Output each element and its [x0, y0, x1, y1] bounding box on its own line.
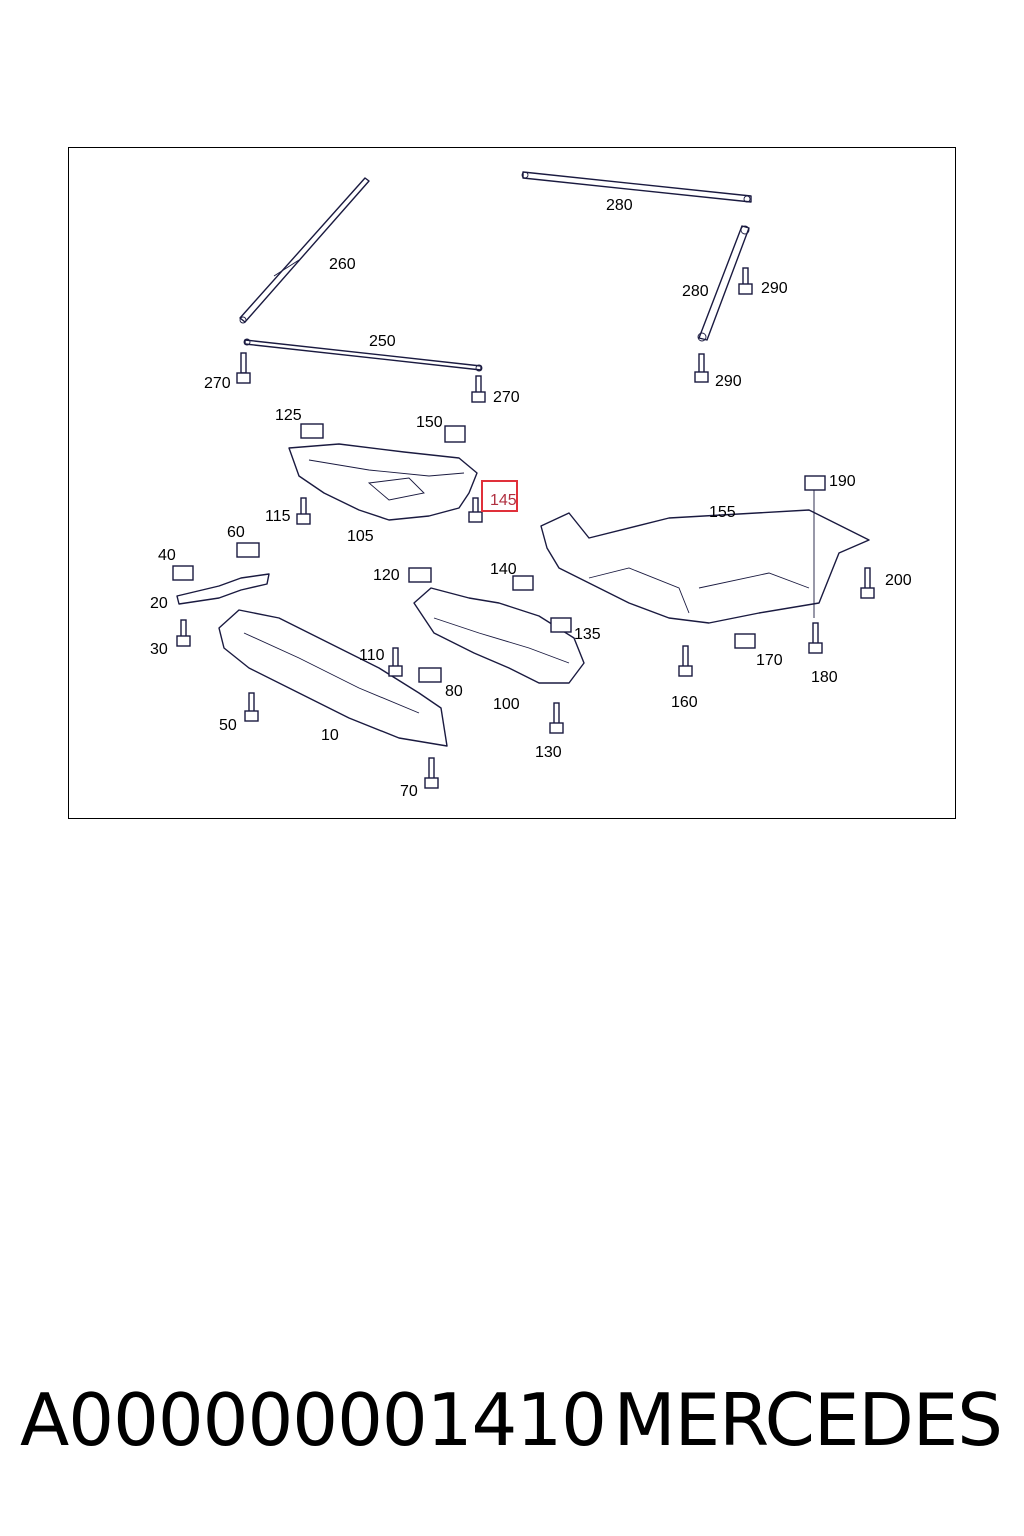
- strut-250: [243, 338, 483, 372]
- callout-100: 100: [493, 696, 520, 713]
- bolt-130: [549, 702, 564, 734]
- callout-115: 115: [265, 508, 291, 525]
- callout-60: 60: [227, 524, 245, 541]
- callout-30: 30: [150, 641, 168, 658]
- bolt-145: [468, 497, 483, 523]
- callout-150: 150: [416, 414, 443, 431]
- callout-70: 70: [400, 783, 418, 800]
- bolt-270b: [471, 375, 486, 403]
- bolt-200: [860, 567, 875, 599]
- callout-105: 105: [347, 528, 374, 545]
- bolt-290b: [694, 353, 709, 383]
- callout-270a: 270: [204, 375, 231, 392]
- clip-150: [444, 425, 466, 443]
- shield-155: [540, 509, 870, 624]
- bolt-30: [176, 619, 191, 647]
- clip-190: [804, 475, 826, 491]
- strut-280-top: [521, 171, 752, 203]
- callout-270b: 270: [493, 389, 520, 406]
- callout-10: 10: [321, 727, 339, 744]
- parts-diagram: 260 280 280 290 250 270 270 290 125 150 …: [150, 171, 912, 800]
- callout-290b: 290: [715, 373, 742, 390]
- bolt-70: [424, 757, 439, 789]
- callout-140: 140: [490, 561, 517, 578]
- clip-120: [408, 567, 432, 583]
- bracket-20: [176, 573, 270, 605]
- clip-140: [512, 575, 534, 591]
- bolt-50: [244, 692, 259, 722]
- callout-40: 40: [158, 547, 176, 564]
- callout-260: 260: [329, 256, 356, 273]
- bolt-115: [296, 497, 311, 525]
- callout-290a: 290: [761, 280, 788, 297]
- callout-250: 250: [369, 333, 396, 350]
- callout-180: 180: [811, 669, 838, 686]
- callout-155: 155: [709, 504, 736, 521]
- callout-280a: 280: [606, 197, 633, 214]
- callout-135: 135: [574, 626, 601, 643]
- callout-145: 145: [490, 492, 517, 509]
- bolt-270a: [236, 352, 251, 384]
- highlight-box-145: [481, 480, 518, 512]
- strut-260: [239, 177, 370, 324]
- callout-50: 50: [219, 717, 237, 734]
- bolt-180: [808, 622, 823, 654]
- clip-40: [172, 565, 194, 581]
- callout-110: 110: [359, 647, 385, 664]
- callout-200: 200: [885, 572, 912, 589]
- callout-125: 125: [275, 407, 302, 424]
- parts-diagram-frame: 260 280 280 290 250 270 270 290 125 150 …: [68, 147, 956, 819]
- shield-100: [413, 587, 585, 684]
- shield-105: [288, 443, 478, 521]
- clip-125: [300, 423, 324, 439]
- bolt-160: [678, 645, 693, 677]
- part-number: A000000001410: [20, 1378, 607, 1462]
- callout-190: 190: [829, 473, 856, 490]
- bolt-290a: [738, 267, 753, 295]
- panel-10: [218, 609, 448, 747]
- strut-280-side: [697, 225, 750, 342]
- callout-20: 20: [150, 595, 168, 612]
- callout-170: 170: [756, 652, 783, 669]
- callout-130: 130: [535, 744, 562, 761]
- clip-170: [734, 633, 756, 649]
- bolt-110: [388, 647, 403, 677]
- clip-80: [418, 667, 442, 683]
- footer: A000000001410 MERCEDES: [0, 1378, 1024, 1468]
- callout-280b: 280: [682, 283, 709, 300]
- brand-name: MERCEDES: [613, 1378, 1003, 1462]
- callout-80: 80: [445, 683, 463, 700]
- clip-60: [236, 542, 260, 558]
- clip-135: [550, 617, 572, 633]
- callout-120: 120: [373, 567, 400, 584]
- callout-160: 160: [671, 694, 698, 711]
